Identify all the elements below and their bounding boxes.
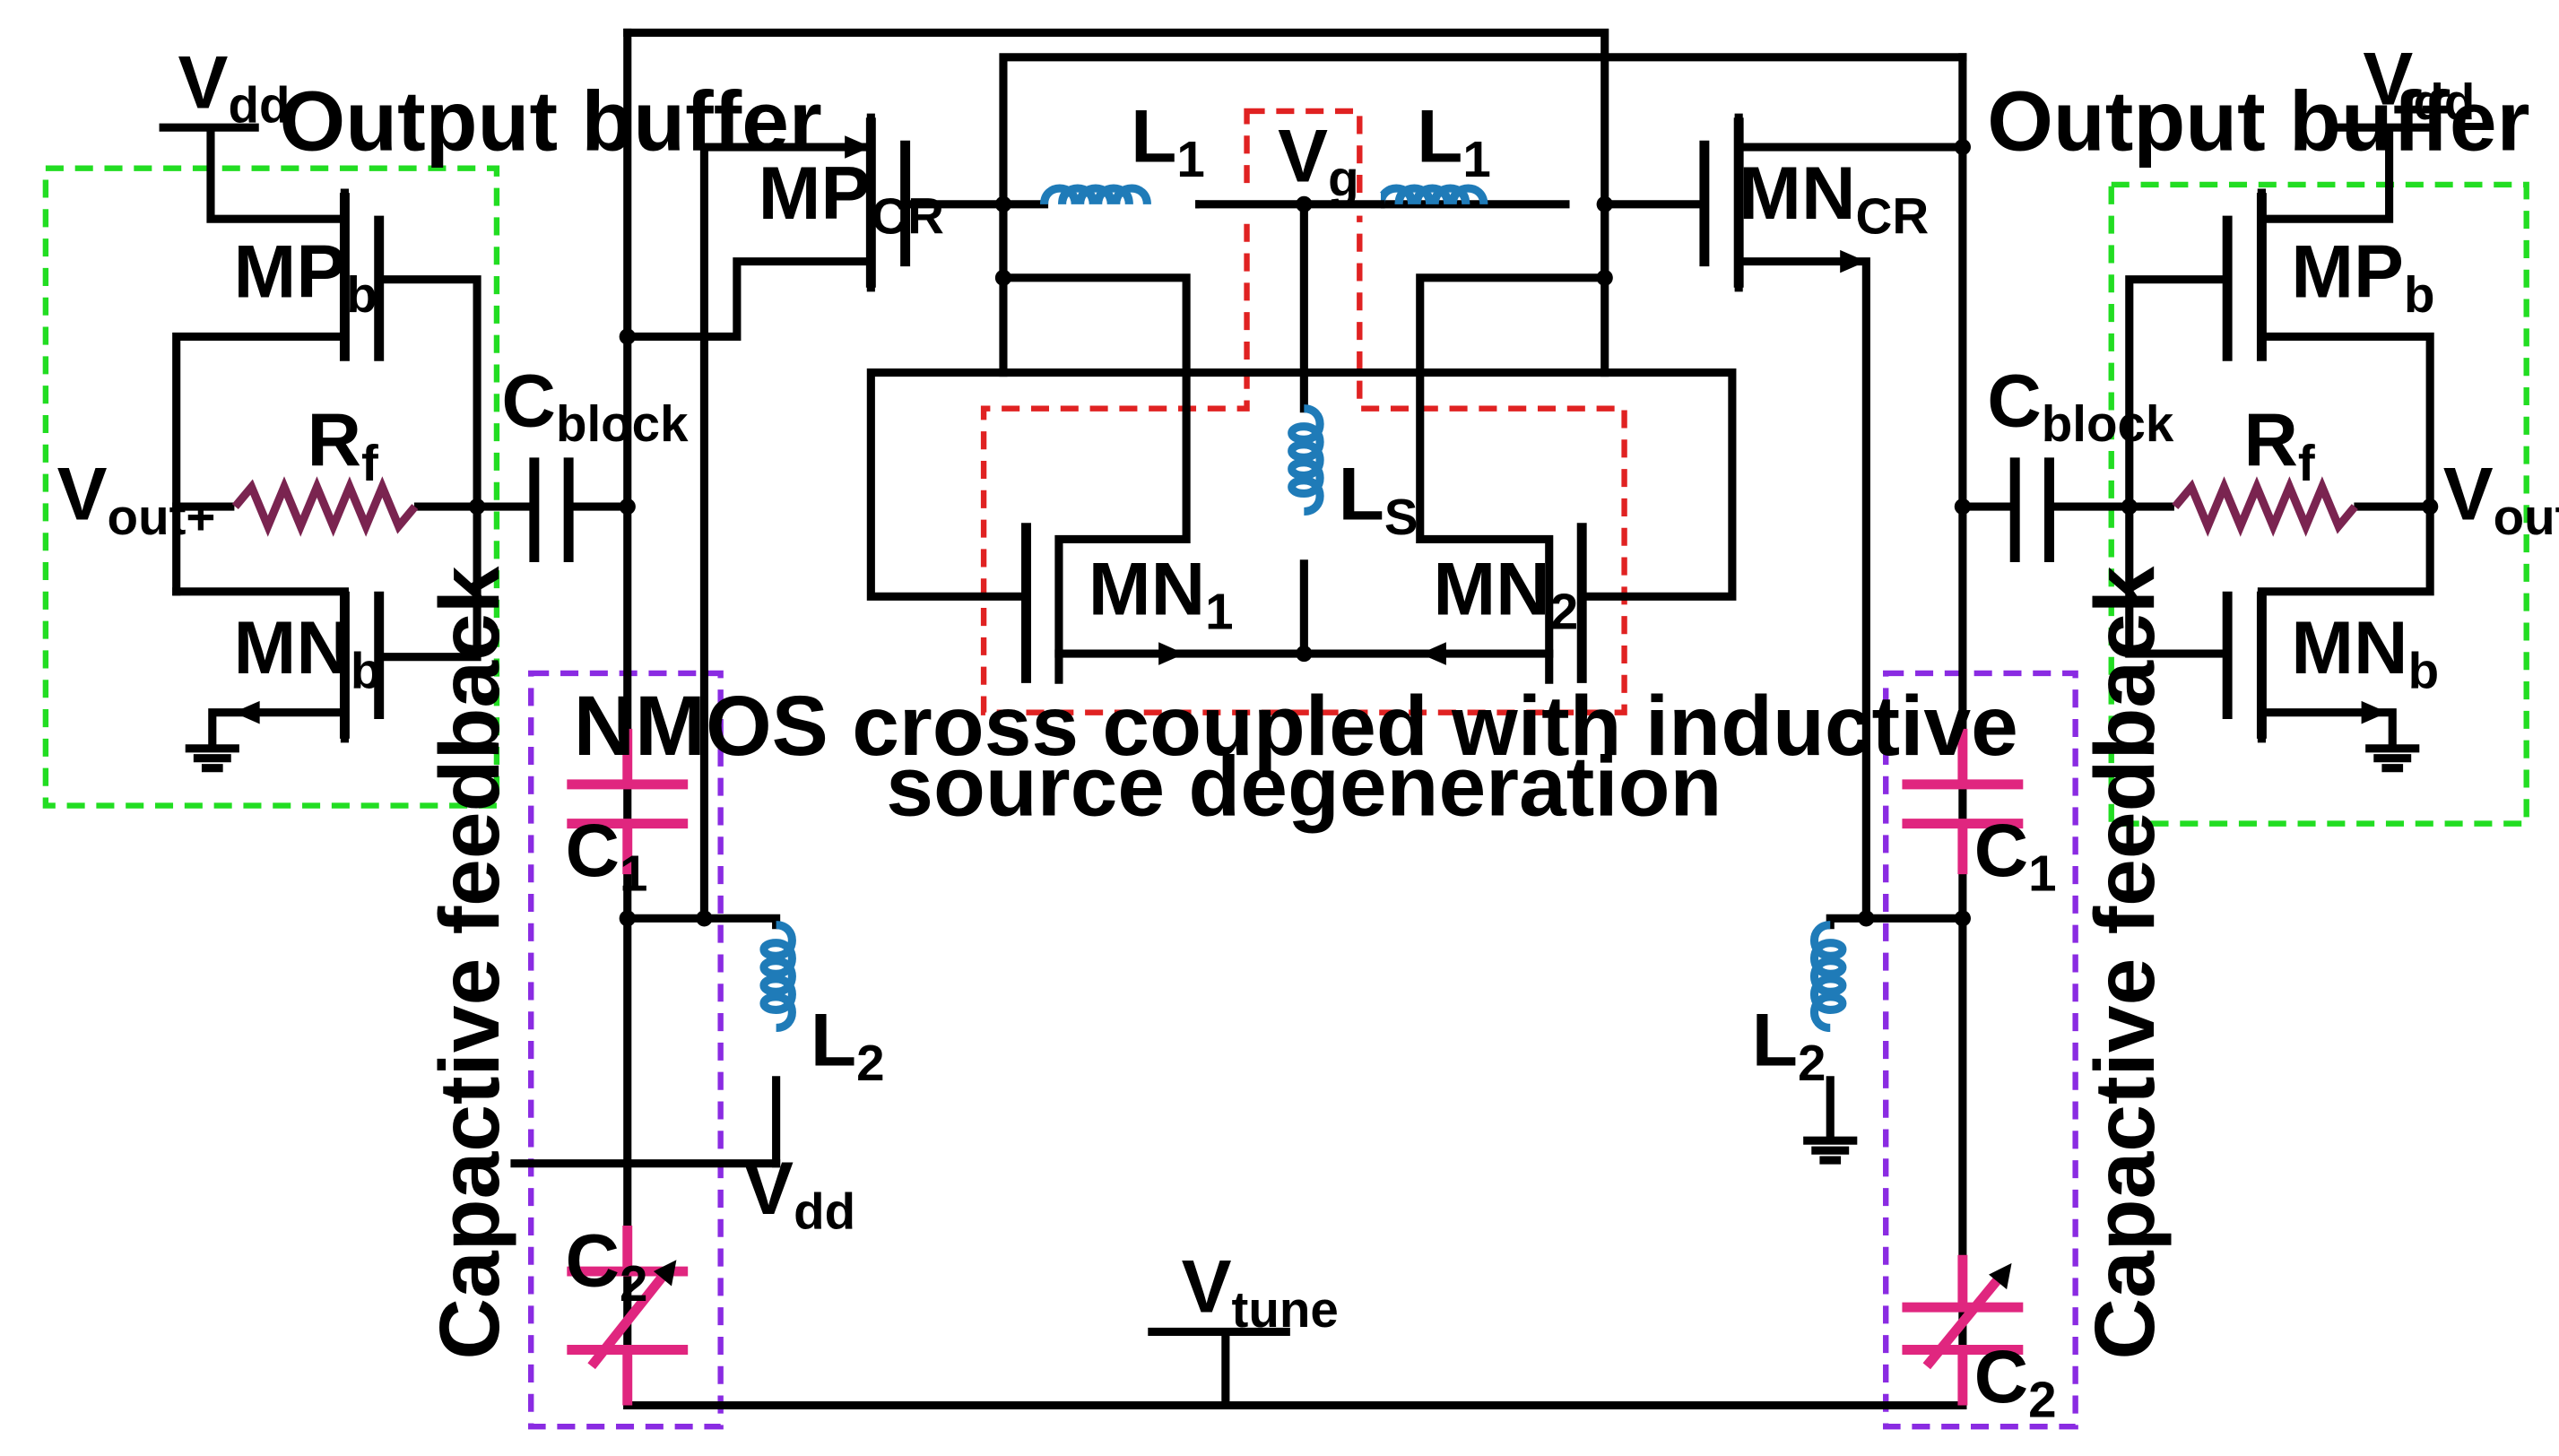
l2-right-label: L2	[1752, 997, 1826, 1090]
capacitive-feedback-right-label: Capactive feedback	[2078, 566, 2173, 1359]
right-tank	[1803, 728, 2024, 1406]
rf-left-label: Rf	[308, 397, 379, 490]
resistor-zigzag-icon	[235, 487, 414, 526]
c2-right-label: C2	[1974, 1334, 2057, 1427]
capacitor-icon	[1902, 728, 2024, 875]
nmos-cross-coupled-label-line2: source degeneration	[886, 740, 1722, 835]
nmos-cross-coupled-label-line1: NMOS cross coupled with inductive	[574, 679, 2018, 774]
c2-left-label: C2	[565, 1218, 647, 1311]
output-buffer-left-label: Output buffer	[280, 74, 822, 169]
vdd-left-label: Vdd	[178, 39, 291, 133]
inductor-l2-left-icon	[764, 925, 792, 1028]
output-buffer-box-right	[2108, 181, 2529, 827]
mn-b-left-label: MNb	[233, 605, 381, 698]
mn-cr-transistor	[1600, 113, 1971, 923]
l2-left-label: L2	[811, 997, 885, 1090]
mp-b-left-label: MPb	[233, 230, 377, 323]
rf-right-label: Rf	[2243, 397, 2315, 490]
left-output-buffer	[159, 123, 535, 773]
c-block-right-label: Cblock	[1987, 359, 2174, 452]
resistor-zigzag-icon	[2175, 487, 2355, 526]
output-buffer-box-left	[42, 165, 500, 809]
c1-left-label: C1	[565, 808, 647, 901]
output-buffer-right-label: Output buffer	[1987, 74, 2529, 169]
inductor-l1-right-icon	[1381, 188, 1484, 204]
mn2-label: MN2	[1433, 546, 1578, 639]
vtune-label: Vtune	[1182, 1244, 1339, 1338]
mn-cr-label: MNCR	[1739, 151, 1929, 244]
c-block-left-label: Cblock	[501, 359, 689, 452]
ls-label: LS	[1339, 452, 1418, 545]
inductor-l1-left-icon	[1045, 188, 1148, 204]
capacitive-feedback-left-label: Capactive feedback	[422, 566, 517, 1359]
vg-label: Vg	[1278, 113, 1358, 206]
mp-cr-label: MPCR	[759, 151, 944, 244]
cross-coupled-pair	[866, 200, 1737, 684]
capacitive-feedback-box-right	[1883, 670, 2078, 1430]
inductor-ls-icon	[1292, 409, 1320, 512]
variable-capacitor-icon	[1902, 1254, 2024, 1406]
vtune-supply	[1148, 1327, 1290, 1410]
left-tank	[510, 728, 792, 1406]
c1-right-label: C1	[1974, 808, 2057, 901]
mp-b-right-label: MPb	[2291, 230, 2434, 323]
l1-left-label: L1	[1131, 93, 1205, 186]
vout-plus-label: Vout+	[57, 452, 216, 545]
right-output-buffer	[1954, 123, 2442, 773]
variable-capacitor-icon	[567, 1226, 689, 1406]
mn-b-right-label: MNb	[2291, 605, 2439, 698]
vout-minus-label: Vout-	[2443, 452, 2559, 545]
capacitor-icon	[567, 728, 689, 875]
c-block-left	[529, 457, 636, 562]
vdd-tank-label: Vdd	[743, 1146, 855, 1239]
vdd-right-label: Vdd	[2363, 37, 2475, 130]
l1-right-label: L1	[1417, 93, 1491, 186]
mn1-label: MN1	[1089, 546, 1234, 639]
inductor-l2-right-icon	[1814, 925, 1842, 1028]
